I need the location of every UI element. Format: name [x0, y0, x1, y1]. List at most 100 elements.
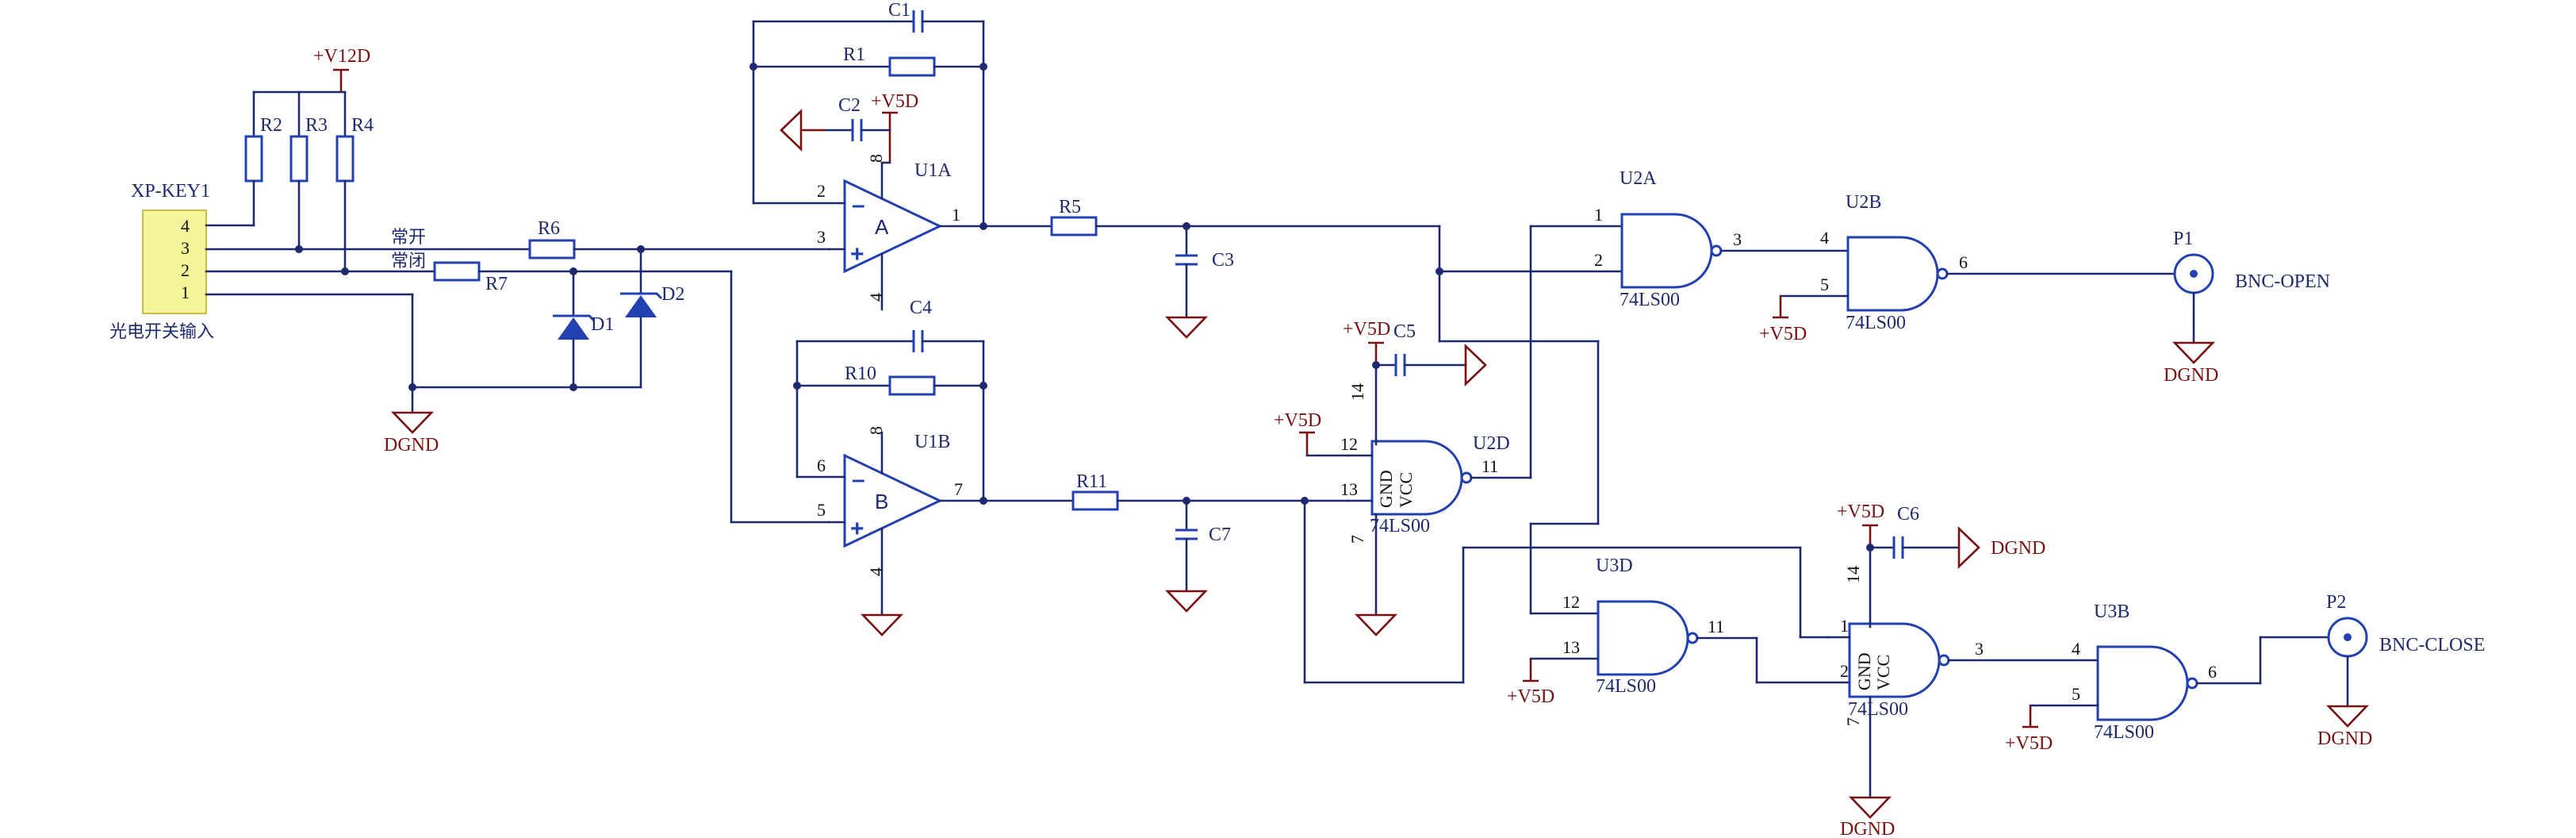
v12-label: +V12D — [313, 46, 370, 67]
c3-label: C3 — [1212, 250, 1234, 271]
pin-5: 5 — [1820, 275, 1829, 294]
dgnd-label: DGND — [1991, 538, 2045, 559]
nand-gate-u2b: U2B 74LS00 — [1846, 192, 1949, 333]
vcc-pin-label: VCC — [1873, 655, 1893, 690]
zener-d1: D1 — [553, 270, 614, 389]
r7-label: R7 — [485, 274, 508, 294]
resistor-r4 — [335, 135, 355, 183]
connector-pin-3: 3 — [181, 238, 190, 258]
pin-7: 7 — [954, 479, 963, 499]
pin-7: 7 — [1347, 535, 1367, 544]
opamp-b-letter: B — [875, 490, 888, 513]
pin-8: 8 — [866, 154, 886, 163]
resistor-r3 — [289, 135, 309, 183]
opamp-u1a: A – + U1A — [843, 160, 952, 274]
r2-label: R2 — [260, 115, 282, 136]
dgnd-symbol — [390, 411, 435, 434]
d1-label: D1 — [591, 314, 614, 335]
dgnd-symbol — [1848, 796, 1892, 819]
pin-3: 3 — [817, 227, 826, 247]
dgnd-symbol — [1164, 590, 1209, 613]
bnc-connector-p2: P2 BNC-CLOSE DGND — [2317, 592, 2485, 749]
pullup-network: +V12D R2 R3 R4 — [244, 46, 374, 273]
part-label: 74LS00 — [1846, 313, 1906, 333]
pin-3: 3 — [1733, 229, 1742, 249]
bnc-close-label: BNC-CLOSE — [2379, 635, 2485, 655]
dgnd-symbol — [860, 613, 904, 636]
r5-label: R5 — [1059, 197, 1081, 217]
pin-14: 14 — [1843, 566, 1863, 583]
pin-6: 6 — [2208, 662, 2217, 682]
r4-label: R4 — [351, 115, 374, 136]
dgnd-label: DGND — [2164, 365, 2218, 386]
vcc-pin-label: VCC — [1396, 472, 1416, 508]
opamp-u1b: B – + U1B — [843, 432, 950, 548]
resistor-r10 — [888, 375, 936, 396]
gnd-pin-label: GND — [1854, 652, 1874, 690]
nand-gate-u3a: 74LS00 GND VCC — [1848, 622, 1950, 720]
gnd-pin-label: GND — [1376, 470, 1396, 508]
pin-1: 1 — [1840, 616, 1849, 636]
nand-gate-u2a: U2A 74LS00 — [1620, 168, 1723, 310]
u2d-label: U2D — [1473, 433, 1510, 454]
v5-label: +V5D — [1507, 686, 1554, 707]
connector-ref: XP-KEY1 — [131, 181, 210, 202]
c4-label: C4 — [910, 298, 932, 318]
pin-2: 2 — [1594, 250, 1603, 270]
pin-12: 12 — [1562, 592, 1580, 612]
r10-label: R10 — [845, 363, 876, 384]
c1-label: C1 — [888, 0, 910, 21]
pin-4: 4 — [2072, 639, 2080, 659]
pin-13: 13 — [1340, 479, 1358, 499]
connector-pin-4: 4 — [181, 216, 190, 236]
dgnd-symbol — [2172, 341, 2216, 364]
part-label: 74LS00 — [1370, 516, 1430, 536]
pin-3: 3 — [1975, 639, 1984, 659]
c6-label: C6 — [1897, 504, 1919, 525]
plus-sign: + — [850, 516, 864, 542]
resistor-r5 — [1050, 216, 1098, 236]
nand-gate-u2d: U2D 74LS00 GND VCC — [1370, 433, 1510, 536]
c5-label: C5 — [1393, 321, 1416, 342]
dgnd-symbol — [1957, 525, 1980, 570]
pin-6: 6 — [1959, 252, 1968, 272]
u3b-label: U3B — [2094, 602, 2129, 622]
v5-label: +V5D — [1343, 319, 1390, 340]
opamp-a-letter: A — [875, 215, 889, 239]
pin-6: 6 — [817, 456, 826, 475]
pin-14: 14 — [1347, 383, 1367, 401]
dgnd-symbol — [1354, 613, 1398, 636]
resistor-r6 — [528, 239, 576, 259]
d2-label: D2 — [661, 284, 684, 305]
u1a-label: U1A — [914, 160, 952, 181]
dgnd-symbol — [1464, 343, 1487, 387]
p1-label: P1 — [2173, 229, 2193, 249]
nc-close-label: 常闭 — [391, 252, 426, 271]
part-label: 74LS00 — [1620, 290, 1680, 310]
v5-label: +V5D — [1759, 324, 1807, 344]
r1-label: R1 — [843, 44, 865, 65]
u2b-label: U2B — [1846, 192, 1881, 213]
connector-xp-key1: XP-KEY1 光电开关输入 4 3 2 1 — [109, 181, 214, 342]
u1b-label: U1B — [914, 432, 950, 452]
pin-11: 11 — [1482, 456, 1498, 476]
part-label: 74LS00 — [1596, 676, 1656, 697]
minus-sign: – — [852, 467, 865, 493]
connector-caption: 光电开关输入 — [109, 322, 214, 342]
bnc-connector-p1: P1 BNC-OPEN DGND — [2164, 229, 2330, 386]
plus-sign: + — [850, 241, 864, 267]
pin-1: 1 — [1594, 205, 1603, 225]
c2-label: C2 — [838, 95, 861, 116]
dgnd-label: DGND — [384, 435, 439, 456]
minus-sign: – — [852, 192, 865, 218]
nand-gate-u3d: U3D 74LS00 — [1596, 555, 1699, 697]
c7-label: C7 — [1209, 525, 1231, 545]
resistor-r2 — [244, 135, 263, 183]
dgnd-label: DGND — [1840, 819, 1895, 838]
dgnd-symbol — [780, 108, 803, 152]
nc-open-label: 常开 — [391, 228, 426, 248]
part-label: 74LS00 — [2094, 722, 2154, 743]
dgnd-symbol — [2325, 705, 2370, 728]
v5-label: +V5D — [2005, 733, 2053, 754]
